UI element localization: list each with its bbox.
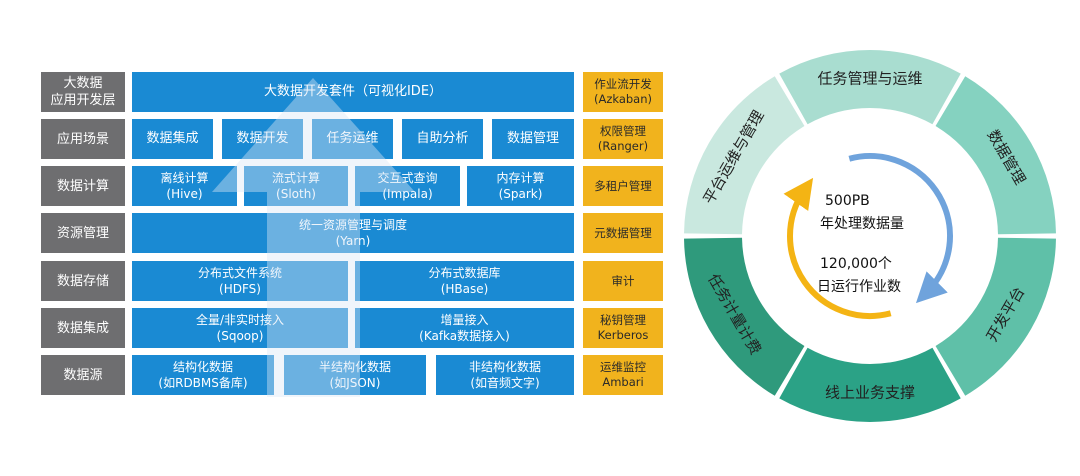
side-permission-mgmt: 权限管理(Ranger) bbox=[583, 119, 663, 159]
layer-label-compute: 数据计算 bbox=[41, 166, 125, 206]
storage-distributed-fs: 分布式文件系统(HDFS) bbox=[132, 261, 348, 301]
layer-label-sources: 数据源 bbox=[41, 355, 125, 395]
integration-full-batch: 全量/非实时接入(Sqoop) bbox=[132, 308, 348, 348]
ring-segment-data-mgmt bbox=[935, 76, 1056, 235]
side-workflow-dev: 作业流开发(Azkaban) bbox=[583, 72, 663, 112]
layer-label-scenarios: 应用场景 bbox=[41, 119, 125, 159]
stat-jobs-label: 日运行作业数 bbox=[817, 279, 901, 295]
layer-label-integration: 数据集成 bbox=[41, 308, 125, 348]
ring-segment-task-ops bbox=[779, 50, 961, 125]
source-semi-structured: 半结构化数据(如JSON) bbox=[284, 355, 426, 395]
source-structured: 结构化数据(如RDBMS备库) bbox=[132, 355, 274, 395]
compute-offline: 离线计算(Hive) bbox=[132, 166, 237, 206]
layer-label-resource: 资源管理 bbox=[41, 213, 125, 253]
layer-label-app-dev: 大数据应用开发层 bbox=[41, 72, 125, 112]
cycle-arrow-yellow-icon bbox=[783, 177, 892, 319]
dev-suite-title: 大数据开发套件（可视化IDE） bbox=[263, 84, 443, 99]
storage-distributed-db: 分布式数据库(HBase) bbox=[355, 261, 574, 301]
compute-interactive-query: 交互式查询(Impala) bbox=[355, 166, 460, 206]
compute-streaming: 流式计算(Sloth) bbox=[244, 166, 348, 206]
ring-segment-billing bbox=[684, 237, 805, 396]
ring-segment-platform-ops bbox=[684, 76, 805, 235]
scenario-task-ops: 任务运维 bbox=[312, 119, 393, 159]
integration-incremental: 增量接入(Kafka数据接入) bbox=[355, 308, 574, 348]
scenario-data-development: 数据开发 bbox=[222, 119, 303, 159]
ring-segment-dev-platform bbox=[935, 237, 1056, 396]
stat-data-volume-label: 年处理数据量 bbox=[820, 216, 904, 232]
layer-label-storage: 数据存储 bbox=[41, 261, 125, 301]
stat-data-volume-value: 500PB bbox=[825, 193, 870, 209]
dev-suite-box: 大数据开发套件（可视化IDE） bbox=[132, 72, 574, 112]
scenario-self-analysis: 自助分析 bbox=[402, 119, 483, 159]
ring-segment-online-support bbox=[779, 347, 961, 422]
compute-in-memory: 内存计算(Spark) bbox=[467, 166, 574, 206]
scenario-data-management: 数据管理 bbox=[492, 119, 574, 159]
source-unstructured: 非结构化数据(如音频文字) bbox=[436, 355, 574, 395]
cycle-arrow-blue-icon bbox=[848, 153, 953, 304]
resource-scheduler: 统一资源管理与调度(Yarn) bbox=[132, 213, 574, 253]
side-metadata-mgmt: 元数据管理 bbox=[583, 213, 663, 253]
side-audit: 审计 bbox=[583, 261, 663, 301]
ring-segment-online-support-label: 线上业务支撑 bbox=[825, 384, 915, 402]
stat-jobs-value: 120,000个 bbox=[820, 256, 892, 272]
ring-segment-task-ops-label: 任务管理与运维 bbox=[817, 70, 922, 88]
side-multi-tenant: 多租户管理 bbox=[583, 166, 663, 206]
scenario-data-integration: 数据集成 bbox=[132, 119, 213, 159]
